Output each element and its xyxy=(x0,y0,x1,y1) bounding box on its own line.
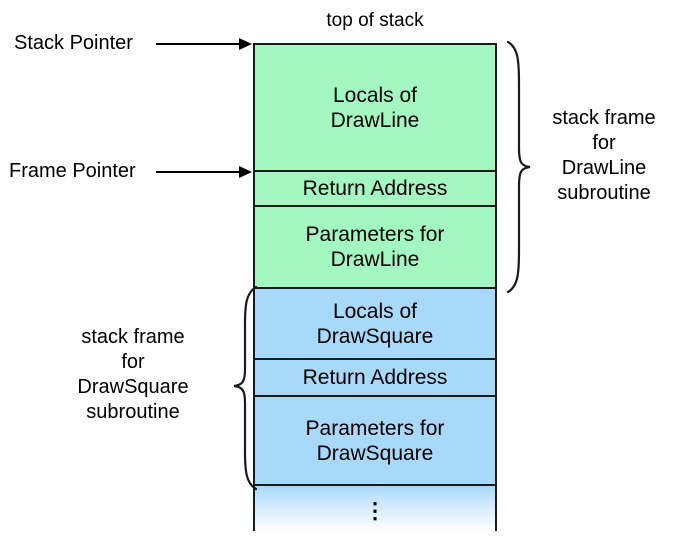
arrow-shaft xyxy=(156,43,240,45)
stack-cell-text: Locals of DrawLine xyxy=(331,83,420,133)
stack-cell-locals-drawsquare: Locals of DrawSquare xyxy=(253,287,497,358)
drawsquare-frame-label: stack frame for DrawSquare subroutine xyxy=(38,325,228,425)
drawsquare-frame-brace-icon xyxy=(228,285,262,496)
stack-cell-text: Locals of DrawSquare xyxy=(317,299,434,349)
stack-cell-text: Return Address xyxy=(303,365,448,390)
brace-label-line-3: DrawSquare xyxy=(77,376,189,398)
arrow-head xyxy=(239,38,252,50)
arrow-head xyxy=(239,166,252,178)
frame-pointer-label: Frame Pointer xyxy=(9,160,136,182)
ellipsis-glyph: ⋮ xyxy=(364,498,386,523)
cell-line-1: Return Address xyxy=(302,177,448,200)
drawline-frame-label: stack frame for DrawLine subroutine xyxy=(528,106,680,206)
brace-label-line-2: for xyxy=(592,132,616,154)
stack-column: Locals of DrawLine Return Address Parame… xyxy=(253,43,497,531)
cell-line-1: Parameters for xyxy=(305,416,445,440)
brace-label-line-3: DrawLine xyxy=(561,157,647,179)
frame-pointer-arrow-icon xyxy=(156,165,252,179)
stack-pointer-label: Stack Pointer xyxy=(14,32,133,54)
stack-cell-parameters-drawsquare: Parameters for DrawSquare xyxy=(253,395,497,484)
brace-label-line-1: stack frame xyxy=(552,107,656,129)
stack-cell-return-address-drawsquare: Return Address xyxy=(253,358,497,395)
cell-line-2: DrawSquare xyxy=(316,441,434,465)
brace-label-line-2: for xyxy=(121,351,145,373)
stack-cell-text: Return Address xyxy=(303,176,448,201)
cell-line-2: DrawSquare xyxy=(316,324,434,348)
cell-line-1: Return Address xyxy=(302,366,448,389)
brace-label-line-4: subroutine xyxy=(557,182,651,204)
top-of-stack-label: top of stack xyxy=(0,11,684,30)
cell-line-1: Parameters for xyxy=(305,223,445,246)
brace-label-line-1: stack frame xyxy=(81,326,185,348)
stack-cell-locals-drawline: Locals of DrawLine xyxy=(253,43,497,170)
stack-cell-more-ellipsis: ⋮ xyxy=(253,484,497,531)
stack-cell-return-address-drawline: Return Address xyxy=(253,170,497,205)
stack-pointer-arrow-icon xyxy=(156,37,252,51)
cell-line-1: Locals of xyxy=(332,83,418,107)
cell-line-2: DrawLine xyxy=(330,248,420,271)
stack-cell-parameters-drawline: Parameters for DrawLine xyxy=(253,205,497,287)
drawline-frame-brace-icon xyxy=(502,40,536,299)
cell-line-2: DrawLine xyxy=(330,108,420,132)
arrow-shaft xyxy=(156,171,240,173)
brace-label-line-4: subroutine xyxy=(86,401,180,423)
stack-cell-text: Parameters for DrawSquare xyxy=(306,416,445,466)
stack-cell-text: Parameters for DrawLine xyxy=(306,222,445,272)
cell-line-1: Locals of xyxy=(332,299,418,323)
vertical-ellipsis-icon: ⋮ xyxy=(364,498,386,523)
top-of-stack-text: top of stack xyxy=(326,10,424,31)
